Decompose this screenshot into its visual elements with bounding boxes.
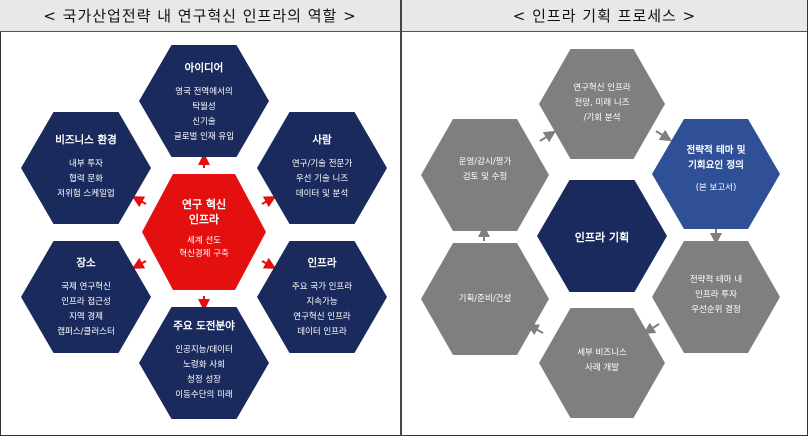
step-top-text: 연구혁신 인프라 전망, 미래 니즈 /기회 분석: [549, 81, 655, 126]
arrow-to-people: [261, 196, 277, 208]
step-upper-right-note: (본 보고서): [695, 183, 737, 193]
people-title: 사람: [312, 134, 332, 146]
challenge-line-1: 인공지능/데이터: [175, 345, 233, 355]
infra-line-4: 데이터 인프라: [297, 327, 347, 337]
idea-line-2: 탁월성: [192, 102, 216, 112]
center-line-2: 혁신경제 구축: [179, 249, 229, 259]
hex-business: [21, 112, 151, 224]
business-line-1: 내부 투자: [69, 159, 103, 169]
step-bottom-line-1: 세부 비즈니스: [577, 348, 627, 358]
people-line-1: 연구/기술 전문가: [291, 159, 353, 169]
hex-people-text: 사람 연구/기술 전문가 우선 기술 니즈 데이터 및 분석: [267, 132, 377, 202]
hex-idea: [139, 45, 269, 157]
step-bottom-hex: [539, 308, 665, 418]
step-lower-left-line-1: 기획/준비/건설: [458, 294, 512, 304]
step-bottom-line-2: 사례 개발: [585, 363, 619, 373]
business-line-3: 저위험 스케일업: [57, 189, 115, 199]
center-line-1: 세계 선도: [187, 236, 221, 246]
arrow-top-to-upper-right: [655, 129, 673, 142]
challenge-line-4: 이동수단의 미래: [175, 390, 233, 400]
step-lower-right-text: 전략적 테마 내 인프라 투자 우선순위 결정: [662, 273, 770, 318]
challenge-line-2: 노령화 사회: [183, 360, 225, 370]
challenge-line-3: 청정 성장: [187, 375, 221, 385]
process-center-hex: [537, 180, 667, 292]
step-upper-right-line-2: 기회요인 정의: [688, 160, 744, 171]
step-lower-right-line-3: 우선순위 결정: [691, 305, 741, 315]
place-line-4: 캠퍼스/클러스터: [57, 327, 115, 337]
right-panel-title: < 인프라 기획 프로세스 >: [402, 0, 807, 32]
infra-line-1: 주요 국가 인프라: [291, 282, 353, 292]
place-line-3: 지역 경제: [69, 312, 103, 322]
business-line-2: 협력 문화: [69, 174, 103, 184]
challenge-title: 주요 도전분야: [173, 320, 235, 332]
step-lower-right-line-1: 전략적 테마 내: [689, 275, 743, 285]
idea-line-1: 영국 전역에서의: [175, 87, 233, 97]
step-top-line-1: 연구혁신 인프라: [573, 83, 631, 93]
arrow-lower-right-to-bottom: [642, 322, 660, 335]
step-upper-left-line-2: 검토 및 수정: [462, 172, 508, 182]
infra-line-2: 지속가능: [306, 297, 338, 307]
people-line-2: 우선 기술 니즈: [295, 174, 349, 184]
idea-title: 아이디어: [184, 62, 224, 74]
arrow-to-infra: [261, 257, 277, 269]
step-upper-right-text: 전략적 테마 및 기회요인 정의 (본 보고서): [662, 143, 770, 196]
step-lower-left-text: 기획/준비/건설: [431, 292, 539, 307]
process-center-title: 인프라 기획: [574, 231, 630, 244]
step-top-line-2: 전망, 미래 니즈: [574, 98, 630, 108]
arrow-upper-left-to-top: [539, 130, 557, 143]
business-title: 비즈니스 환경: [55, 134, 117, 146]
place-line-1: 국제 연구혁신: [61, 282, 111, 292]
process-center-text: 인프라 기획: [547, 229, 657, 245]
arrow-bottom-to-lower-left: [526, 324, 544, 336]
idea-line-3: 신기술: [192, 117, 216, 127]
hex-challenge-text: 주요 도전분야 인공지능/데이터 노령화 사회 청정 성장 이동수단의 미래: [149, 318, 259, 403]
step-upper-left-line-1: 운영/감시/평가: [458, 157, 512, 167]
step-top-line-3: /기회 분석: [583, 113, 621, 123]
center-title: 연구 혁신 인프라: [181, 198, 227, 226]
hex-idea-text: 아이디어 영국 전역에서의 탁월성 신기술 글로벌 인재 유입: [149, 60, 259, 145]
hex-place-text: 장소 국제 연구혁신 인프라 접근성 지역 경제 캠퍼스/클러스터: [31, 255, 141, 340]
people-line-3: 데이터 및 분석: [295, 189, 349, 199]
hex-center-red: [142, 174, 266, 290]
arrow-to-business: [131, 196, 147, 208]
step-upper-right-line-1: 전략적 테마 및: [686, 145, 746, 156]
place-title: 장소: [76, 257, 96, 269]
infra-title: 인프라: [307, 257, 337, 269]
infra-line-3: 연구혁신 인프라: [293, 312, 351, 322]
step-upper-left-text: 운영/감시/평가 검토 및 수정: [431, 155, 539, 185]
idea-line-4: 글로벌 인재 유입: [173, 132, 235, 142]
hex-business-text: 비즈니스 환경 내부 투자 협력 문화 저위험 스케일업: [31, 132, 141, 202]
left-panel-title: < 국가산업전략 내 연구혁신 인프라의 역할 >: [0, 0, 400, 32]
step-bottom-text: 세부 비즈니스 사례 개발: [549, 346, 655, 376]
hex-center-text: 연구 혁신 인프라 세계 선도 혁신경제 구축: [152, 197, 256, 261]
place-line-2: 인프라 접근성: [61, 297, 111, 307]
panel-divider: [400, 0, 402, 436]
step-lower-right-line-2: 인프라 투자: [695, 290, 737, 300]
arrow-to-place: [131, 257, 147, 269]
hex-infra-text: 인프라 주요 국가 인프라 지속가능 연구혁신 인프라 데이터 인프라: [267, 255, 377, 340]
